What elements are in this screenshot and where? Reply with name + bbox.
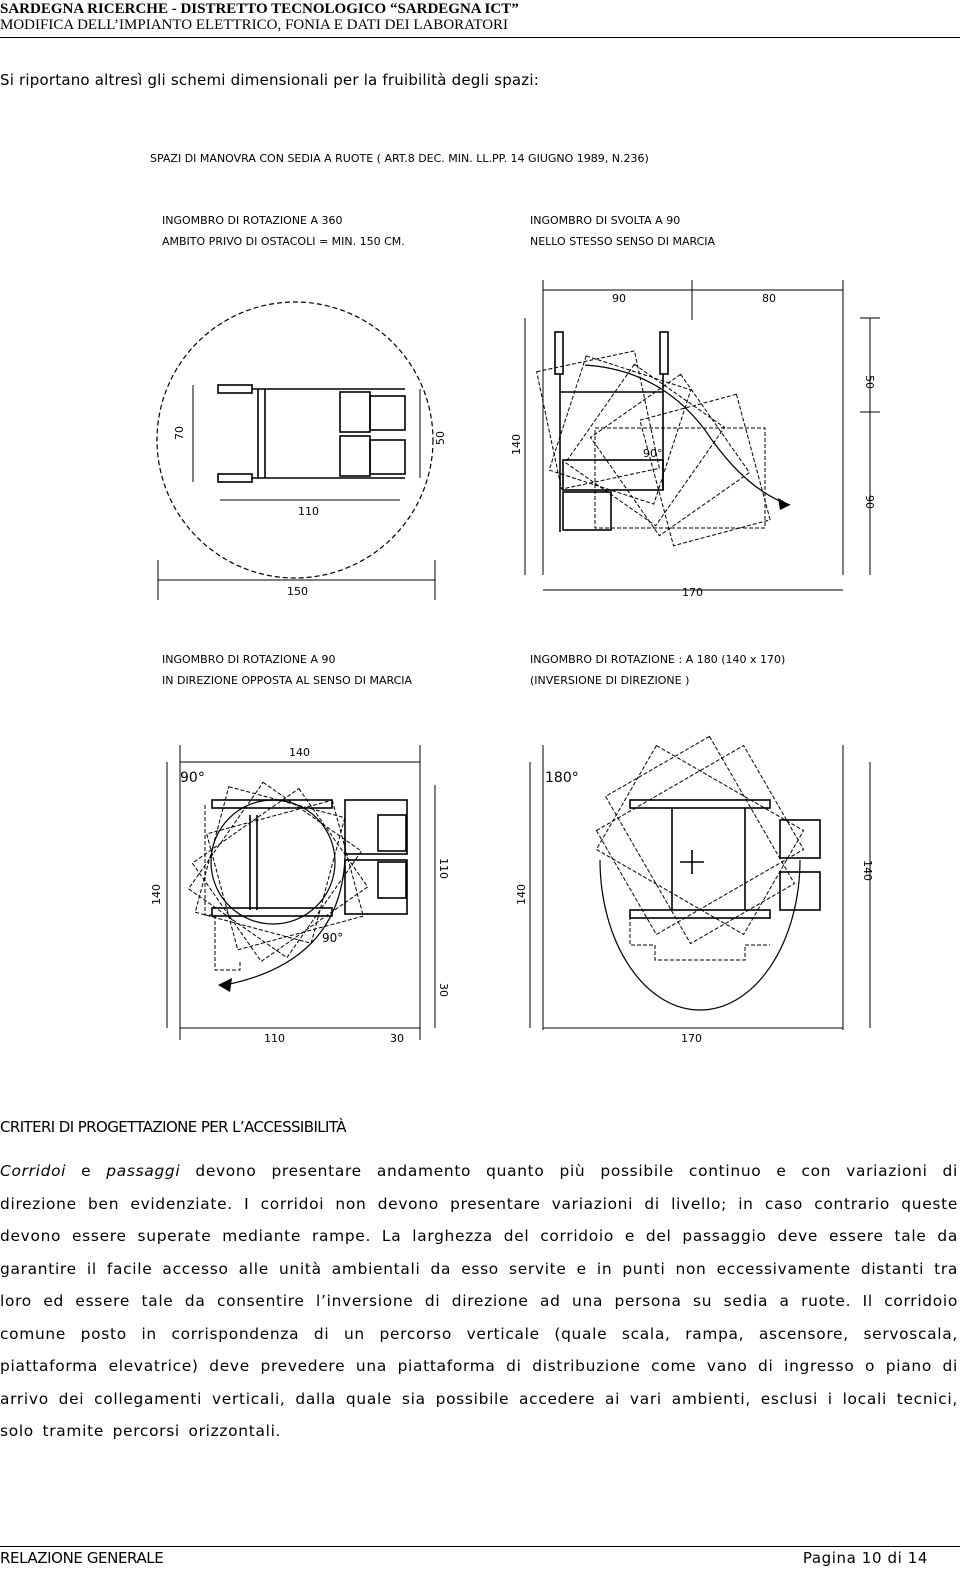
panel4-dimension-lines xyxy=(529,745,871,1030)
panel3-turn-arrow xyxy=(224,839,346,986)
panel1-dim-110: 110 xyxy=(298,505,319,518)
panel2-dim-50: 50 xyxy=(863,375,876,389)
footer-page-number: Pagina 10 di 14 xyxy=(802,1549,928,1567)
panel2-dim-80: 80 xyxy=(762,292,776,305)
panel4-dim-140-right: 140 xyxy=(861,860,874,881)
panel1-dim-50: 50 xyxy=(434,431,447,445)
panel1-dim-70: 70 xyxy=(173,426,186,440)
panel3-dim-140-top: 140 xyxy=(289,746,310,759)
footer-document-title: RELAZIONE GENERALE xyxy=(0,1549,164,1567)
term-corridoi: Corridoi xyxy=(0,1162,67,1180)
panel2-turn-arrow xyxy=(584,364,791,506)
panel3-dim-110-bottom: 110 xyxy=(264,1032,285,1045)
wheelchair-plan-1 xyxy=(217,384,406,483)
panel2-caption-1: INGOMBRO DI SVOLTA A 90 xyxy=(530,214,680,227)
wheelchair-plan-4 xyxy=(629,799,821,919)
panel-turn-90: INGOMBRO DI SVOLTA A 90 NELLO STESSO SEN… xyxy=(510,214,880,599)
panel4-rotation-arc xyxy=(599,859,801,1011)
term-passaggi: passaggi xyxy=(106,1162,181,1180)
wheelchair-plan-3 xyxy=(211,799,408,917)
body-text-rest: devono presentare andamento quanto più p… xyxy=(0,1162,958,1440)
panel4-caption-1: INGOMBRO DI ROTAZIONE : A 180 (140 x 170… xyxy=(530,653,785,666)
panel4-caption-2: (INVERSIONE DI DIREZIONE ) xyxy=(530,674,689,687)
panel3-dim-110-right: 110 xyxy=(437,858,450,879)
panel2-dim-170: 170 xyxy=(682,586,703,599)
panel3-dim-30-bottom: 30 xyxy=(390,1032,404,1045)
body-connector: e xyxy=(66,1162,107,1180)
wheelchair-plan-2 xyxy=(554,331,669,532)
panel2-caption-2: NELLO STESSO SENSO DI MARCIA xyxy=(530,235,716,248)
panel2-arrowhead xyxy=(778,498,790,510)
panel3-dim-140-left: 140 xyxy=(150,884,163,905)
panel1-dimension-lines xyxy=(157,385,436,600)
panel2-dim-90-top: 90 xyxy=(612,292,626,305)
intro-text: Si riportano altresì gli schemi dimensio… xyxy=(0,71,540,89)
panel3-caption-1: INGOMBRO DI ROTAZIONE A 90 xyxy=(162,653,336,666)
panel3-caption-2: IN DIREZIONE OPPOSTA AL SENSO DI MARCIA xyxy=(162,674,413,687)
panel-rotation-360: INGOMBRO DI ROTAZIONE A 360 AMBITO PRIVO… xyxy=(156,214,447,600)
panel1-dim-150: 150 xyxy=(287,585,308,598)
panel4-angle: 180° xyxy=(545,770,579,786)
panel4-dim-170: 170 xyxy=(681,1032,702,1045)
panel4-dim-140-left: 140 xyxy=(515,884,528,905)
panel1-caption-1: INGOMBRO DI ROTAZIONE A 360 xyxy=(162,214,343,227)
panel3-arrowhead xyxy=(218,978,232,992)
body-paragraph: Corridoi e passaggi devono presentare an… xyxy=(0,1155,958,1448)
panel3-sweep xyxy=(187,781,369,971)
panel1-caption-2: AMBITO PRIVO DI OSTACOLI = MIN. 150 CM. xyxy=(162,235,405,248)
panel3-angle-1: 90° xyxy=(180,770,205,786)
panel3-turning-circle xyxy=(210,799,336,925)
header-line-2: MODIFICA DELL’IMPIANTO ELETTRICO, FONIA … xyxy=(0,17,509,33)
panel2-dimension-lines xyxy=(524,280,880,591)
panel2-dim-90-right: 90 xyxy=(863,495,876,509)
figure-title: SPAZI DI MANOVRA CON SEDIA A RUOTE ( ART… xyxy=(150,152,649,165)
footer-divider xyxy=(0,1546,960,1547)
panel3-dimension-lines xyxy=(166,745,436,1040)
section-title: CRITERI DI PROGETTAZIONE PER L’ACCESSIBI… xyxy=(0,1118,347,1136)
turning-circle xyxy=(156,301,434,579)
wheelchair-maneuver-diagram: SPAZI DI MANOVRA CON SEDIA A RUOTE ( ART… xyxy=(150,152,880,1045)
panel2-angle: 90° xyxy=(643,447,663,460)
panel4-sweep xyxy=(595,735,805,961)
panel3-angle-2: 90° xyxy=(322,931,343,945)
panel-rotation-90-opposite: INGOMBRO DI ROTAZIONE A 90 IN DIREZIONE … xyxy=(150,653,450,1045)
header-line-1: SARDEGNA RICERCHE - DISTRETTO TECNOLOGIC… xyxy=(0,1,519,17)
panel-rotation-180: INGOMBRO DI ROTAZIONE : A 180 (140 x 170… xyxy=(515,653,874,1045)
panel3-dim-30-right: 30 xyxy=(437,983,450,997)
header-divider xyxy=(0,37,960,38)
panel2-dim-140: 140 xyxy=(510,434,523,455)
